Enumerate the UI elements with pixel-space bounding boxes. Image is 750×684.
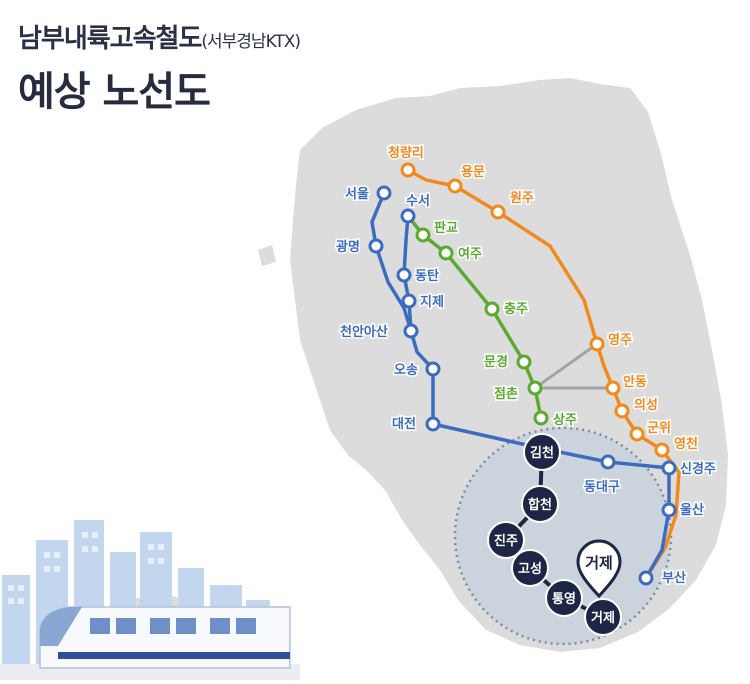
label-dongdaegu: 동대구 xyxy=(584,480,620,495)
station-ulsan-dot[interactable] xyxy=(661,502,677,518)
station-jeomchon-dot[interactable] xyxy=(527,380,543,396)
station-cheonanasan-dot[interactable] xyxy=(403,323,419,339)
label-sangju: 상주 xyxy=(553,413,577,428)
label-cheongnyangni: 청량리 xyxy=(388,145,424,161)
station-tongyeong-label: 통영 xyxy=(552,592,576,607)
label-seoul: 서울 xyxy=(345,186,369,202)
train-nose xyxy=(40,607,82,646)
label-yeongju: 영주 xyxy=(608,333,632,348)
station-goseong-badge[interactable] xyxy=(511,549,549,587)
orange-line-route xyxy=(407,168,681,579)
station-mungyeong-dot[interactable] xyxy=(516,354,532,370)
label-chungju: 충주 xyxy=(504,301,528,317)
orange-station-labels: 청량리 용문 원주 영주 안동 의성 군위 영천 xyxy=(387,144,700,454)
label-cheonanasan: 천안아산 xyxy=(340,324,388,340)
label-ulsan: 울산 xyxy=(680,502,704,518)
train-windows xyxy=(90,618,256,634)
station-tongyeong-badge[interactable] xyxy=(545,579,583,617)
station-gimcheon-label: 김천 xyxy=(530,446,554,461)
station-hapcheon-badge[interactable] xyxy=(521,485,559,523)
station-dongtan-dot[interactable] xyxy=(396,267,412,283)
label-dongtan: 동탄 xyxy=(415,268,439,284)
station-geoje-label: 거제 xyxy=(591,611,615,626)
station-daejeon-dot[interactable] xyxy=(425,416,441,432)
station-andong-dot[interactable] xyxy=(605,380,621,396)
blue-line-route-west xyxy=(370,192,435,424)
title-block: 남부내륙고속철도(서부경남KTX) 예상 노선도 xyxy=(18,18,301,117)
train-stripe xyxy=(58,652,290,659)
station-sangju-dot[interactable] xyxy=(533,410,549,426)
station-wonju-dot[interactable] xyxy=(490,204,506,220)
label-yongmun: 용문 xyxy=(461,164,485,180)
station-jinju-label: 진주 xyxy=(494,533,518,549)
west-island xyxy=(258,245,276,266)
blue-station-labels: 서울 수서 광명 동탄 지제 천안아산 오송 대전 동대구 신경주 울산 부산 xyxy=(335,185,718,588)
green-stations xyxy=(415,227,549,426)
geoje-pin-marker[interactable]: 거제 xyxy=(576,539,622,599)
station-goseong-label: 고성 xyxy=(518,562,542,577)
label-singyeongju: 신경주 xyxy=(680,461,716,477)
station-seoul-dot[interactable] xyxy=(376,185,392,201)
title-sub: (서부경남KTX) xyxy=(201,32,301,52)
label-busan: 부산 xyxy=(662,570,686,586)
label-pangyo: 판교 xyxy=(434,220,458,236)
station-pangyo-dot[interactable] xyxy=(415,227,431,243)
label-gwangmyeong: 광명 xyxy=(336,239,360,255)
label-osong: 오송 xyxy=(394,363,418,378)
station-yeongju-dot[interactable] xyxy=(589,336,605,352)
station-yeongcheon-dot[interactable] xyxy=(654,442,670,458)
city-buildings-illustration xyxy=(2,520,270,665)
station-dongdaegu-dot[interactable] xyxy=(600,454,616,470)
station-suseo-dot[interactable] xyxy=(400,208,416,224)
station-busan-dot[interactable] xyxy=(638,570,654,586)
building-windows xyxy=(8,532,164,604)
station-yeoju-dot[interactable] xyxy=(438,245,454,261)
station-yongmun-dot[interactable] xyxy=(447,178,463,194)
label-yeongcheon: 영천 xyxy=(674,437,698,452)
station-singyeongju-dot[interactable] xyxy=(661,460,677,476)
station-cheongnyangni-dot[interactable] xyxy=(400,162,416,178)
label-wonju: 원주 xyxy=(510,191,534,206)
new-line-stations: 김천 합천 진주 고성 통영 거제 xyxy=(487,433,622,636)
page-title: 남부내륙고속철도(서부경남KTX) xyxy=(18,18,301,55)
station-uiseong-dot[interactable] xyxy=(614,403,630,419)
label-daejeon: 대전 xyxy=(392,416,416,432)
station-gimcheon-badge[interactable] xyxy=(523,433,561,471)
label-uiseong: 의성 xyxy=(634,397,658,413)
gray-line-jeomchon-yeongju xyxy=(534,342,598,390)
page-subtitle: 예상 노선도 xyxy=(18,69,211,115)
station-osong-dot[interactable] xyxy=(425,361,441,377)
label-jeomchon: 점촌 xyxy=(494,387,518,402)
label-yeoju: 여주 xyxy=(458,246,482,262)
station-gunwi-dot[interactable] xyxy=(629,426,645,442)
label-gunwi: 군위 xyxy=(647,421,671,436)
map-pin-icon xyxy=(576,539,622,599)
station-geoje-badge[interactable] xyxy=(584,598,622,636)
orange-stations xyxy=(400,162,670,458)
station-jije-dot[interactable] xyxy=(401,293,417,309)
station-hapcheon-label: 합천 xyxy=(528,497,552,513)
pin-marker-label: 거제 xyxy=(585,554,613,572)
station-jinju-badge[interactable] xyxy=(487,521,525,559)
blue-stations xyxy=(368,185,677,586)
southern-region-highlight xyxy=(453,426,673,646)
green-station-labels: 판교 여주 충주 문경 점촌 상주 xyxy=(433,219,579,430)
ktx-train-illustration xyxy=(0,606,300,680)
label-suseo: 수서 xyxy=(406,194,430,209)
station-chungju-dot[interactable] xyxy=(484,301,500,317)
label-andong: 안동 xyxy=(623,374,647,390)
label-jije: 지제 xyxy=(420,295,444,310)
label-mungyeong: 문경 xyxy=(484,354,508,370)
station-gwangmyeong-dot[interactable] xyxy=(368,238,384,254)
title-main: 남부내륙고속철도 xyxy=(18,24,202,54)
